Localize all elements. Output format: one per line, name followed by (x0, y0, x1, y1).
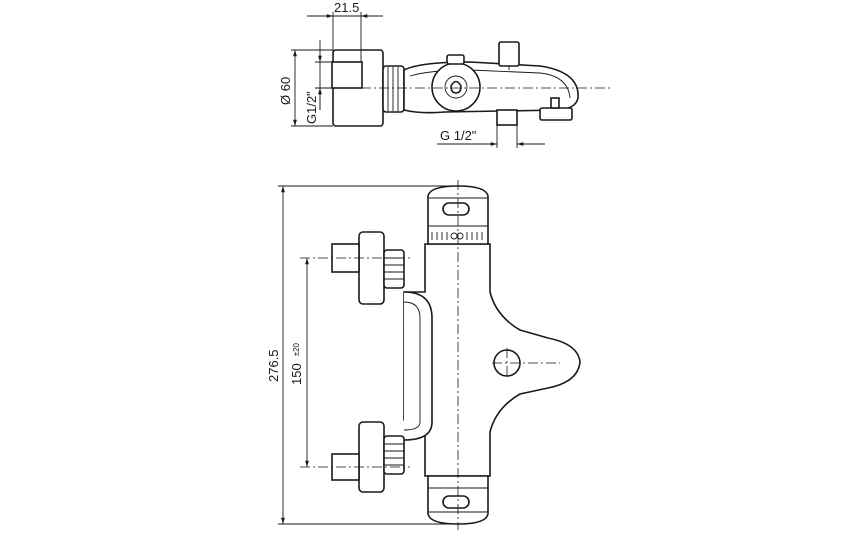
top-handle-grip (442, 202, 470, 216)
spout-aerator (539, 107, 573, 121)
upper-nut (383, 249, 405, 289)
spout-pin (550, 97, 560, 109)
spacing-value: 150 (289, 363, 304, 385)
lower-nut (383, 435, 405, 475)
bottom-handle-grip (442, 495, 470, 509)
knob-top-cap (446, 54, 465, 65)
lower-flange (358, 421, 385, 493)
upper-flange (358, 231, 385, 305)
knob-indicator-icon (450, 80, 462, 94)
bridge-pipe (403, 291, 433, 441)
mixer-body-front (403, 243, 581, 477)
inlet-stub (331, 61, 363, 89)
dim-g-half-left-label: G1/2" (304, 91, 319, 124)
dim-150-label: 150 ±20 (288, 342, 305, 385)
dim-276-5-label: 276.5 (266, 349, 281, 382)
temperature-scale (431, 232, 483, 240)
shower-outlet (496, 109, 518, 126)
coupling-nut (382, 65, 405, 113)
top-view: 21.5 Ø 60 G1/2" G 1/2" (278, 0, 612, 148)
control-knob (431, 62, 481, 112)
dim-g-half-bottom-label: G 1/2" (440, 128, 477, 143)
dim-diameter-60-label: Ø 60 (278, 77, 293, 105)
dim-21-5-label: 21.5 (334, 0, 359, 15)
spacing-tolerance: ±20 (292, 342, 301, 356)
front-view: 276.5 150 ±20 (266, 180, 581, 530)
diverter-button (498, 41, 520, 67)
knob-cap (444, 75, 468, 99)
